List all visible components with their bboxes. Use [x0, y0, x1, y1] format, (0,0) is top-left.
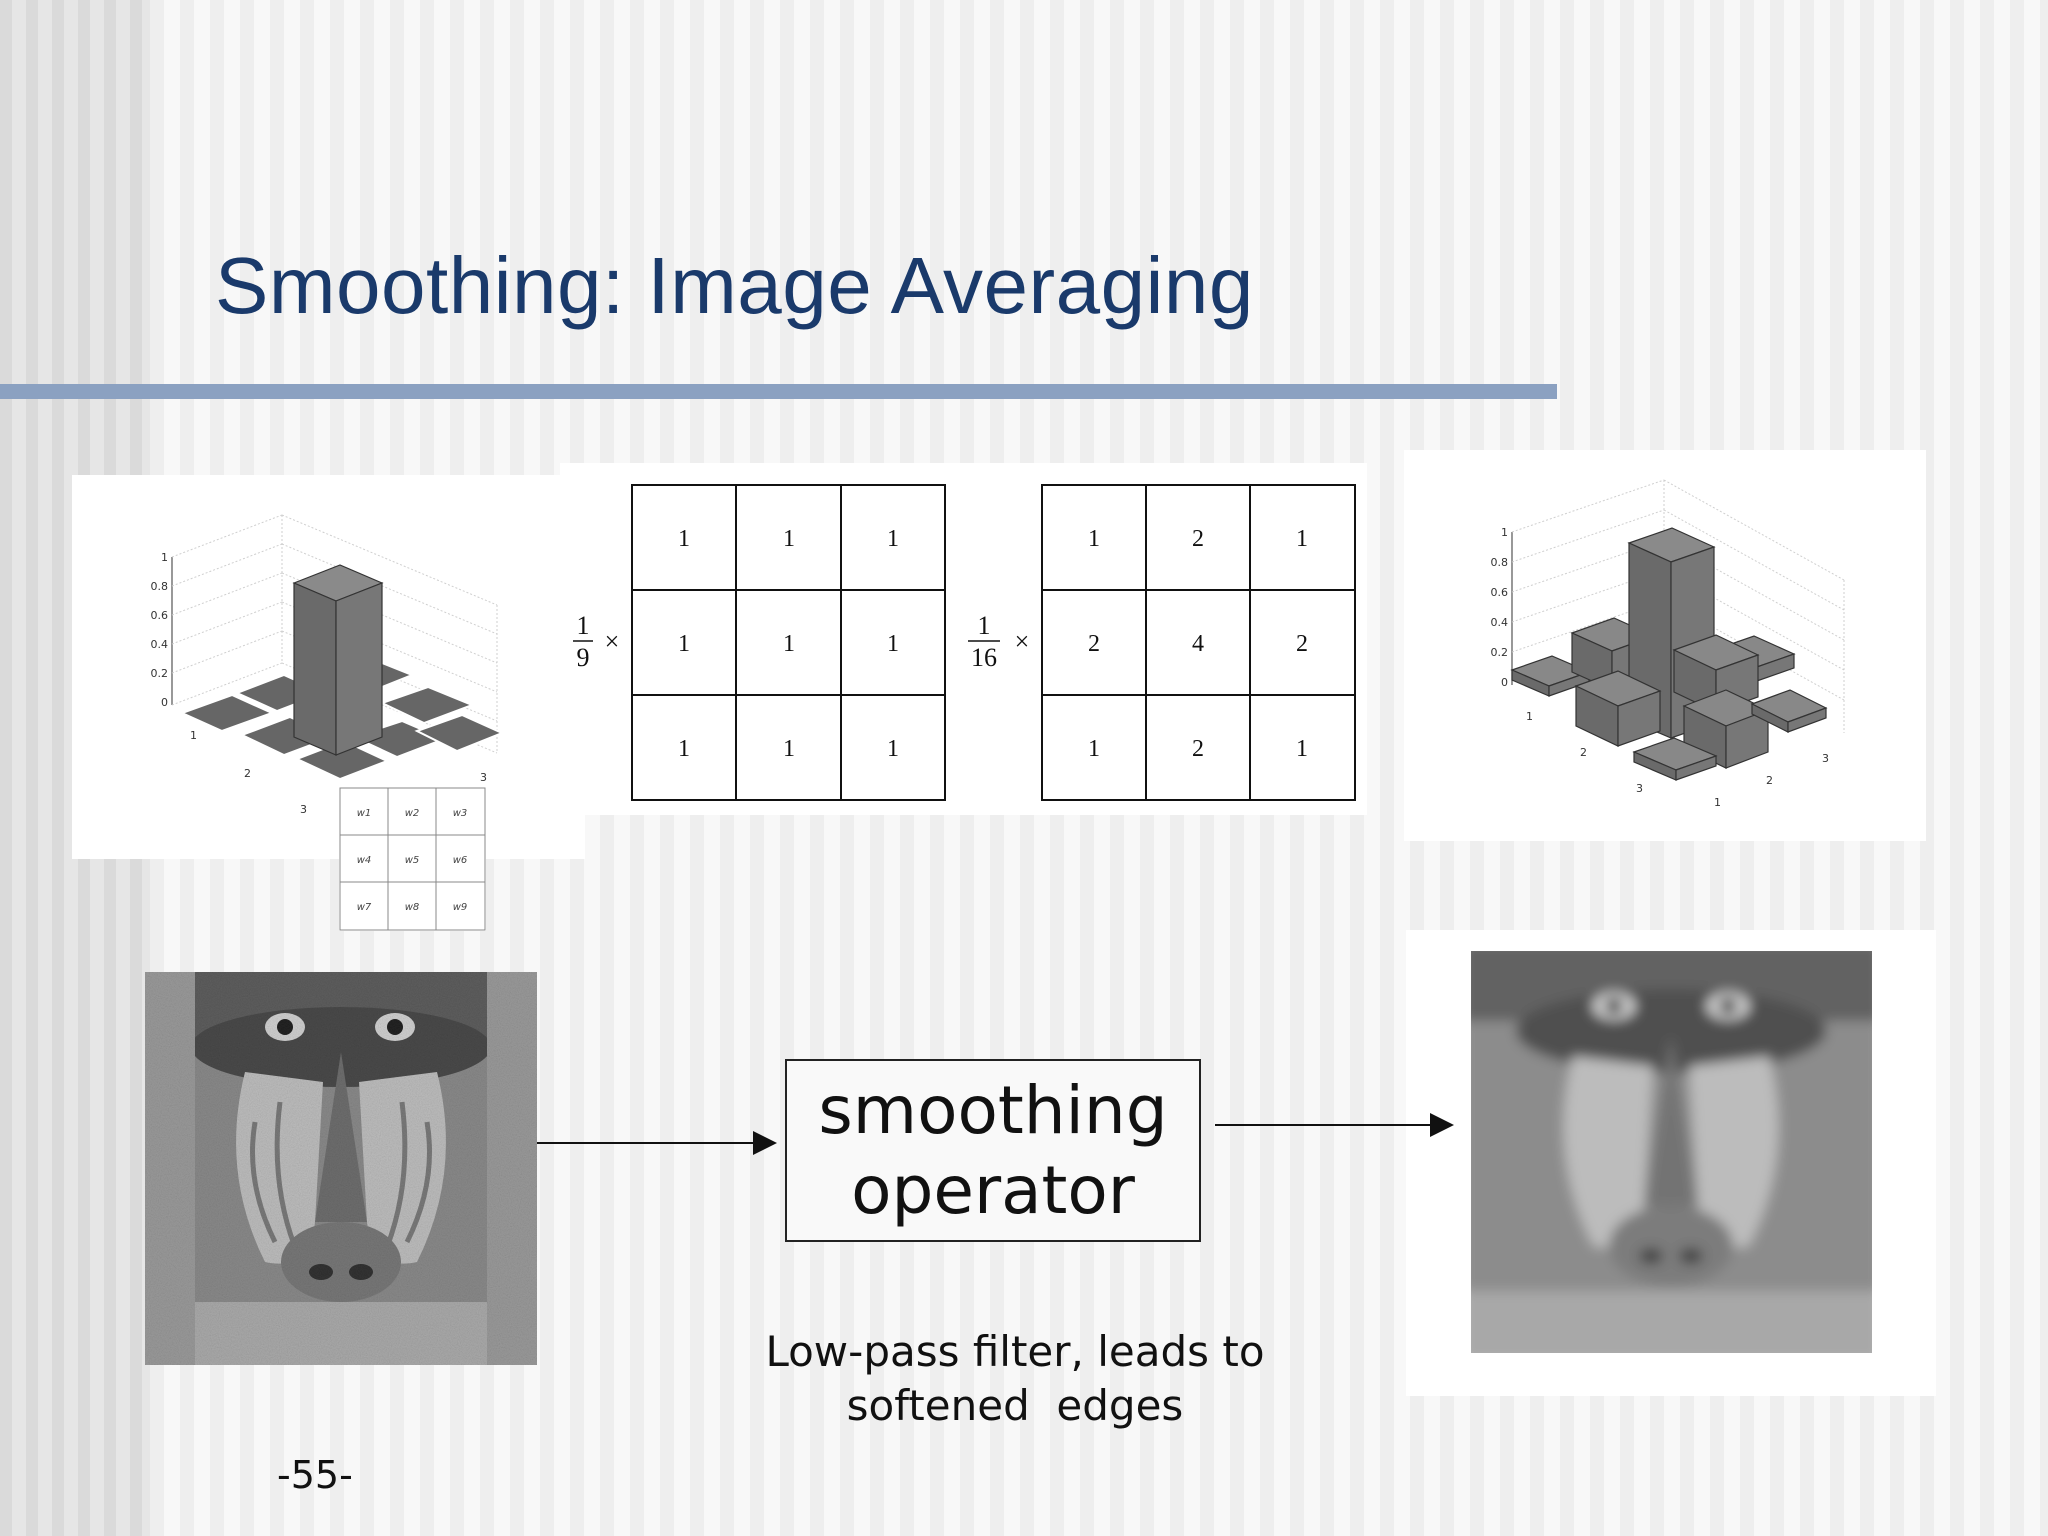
weight-label: w2	[405, 808, 420, 819]
box-cell: 1	[678, 526, 690, 552]
box-cell: 1	[887, 526, 899, 552]
box-filter-plot: 1 0.8 0.6 0.4 0.2 0	[72, 475, 585, 859]
box-cell: 1	[783, 631, 795, 657]
plot-z-tick: 0.2	[1491, 646, 1509, 659]
box-cell: 1	[678, 736, 690, 762]
filter-masks: 1 9 × 1 1 1 1 1 1 1 1 1 1 16 ×	[560, 463, 1367, 815]
weight-grid: w1 w2 w3 w4 w5 w6 w7 w8 w9	[339, 787, 486, 931]
box-scale-numerator: 1	[577, 611, 590, 640]
weight-label: w1	[357, 808, 372, 819]
box-cell: 1	[678, 631, 690, 657]
gauss-times: ×	[1015, 627, 1030, 656]
weight-label: w4	[357, 855, 372, 866]
box-times: ×	[605, 627, 620, 656]
caption-line2: softened edges	[846, 1381, 1184, 1430]
gauss-scale-denominator: 16	[971, 643, 997, 672]
page-number: -55-	[277, 1453, 353, 1497]
box-cell: 1	[887, 631, 899, 657]
smoothing-operator-box: smoothing operator	[785, 1059, 1201, 1242]
original-image	[145, 972, 537, 1365]
gauss-cell: 1	[1088, 526, 1100, 552]
plot-z-tick: 1	[1501, 526, 1508, 539]
plot-z-tick: 0.4	[1491, 616, 1509, 629]
gauss-scale-numerator: 1	[978, 611, 991, 640]
plot-z-tick: 0.6	[151, 609, 169, 622]
gauss-cell: 1	[1088, 736, 1100, 762]
plot-axis-tick: 3	[1822, 752, 1829, 765]
plot-axis-tick: 2	[1580, 746, 1587, 759]
gauss-cell: 2	[1192, 736, 1204, 762]
operator-label-line2: operator	[851, 1151, 1135, 1229]
plot-axis-tick: 3	[480, 771, 487, 784]
operator-label-line1: smoothing	[818, 1071, 1168, 1149]
slide-title: Smoothing: Image Averaging	[215, 241, 1254, 330]
plot-axis-tick: 1	[1714, 796, 1721, 809]
weight-label: w3	[453, 808, 468, 819]
box-scale-denominator: 9	[577, 643, 590, 672]
gauss-cell: 4	[1192, 631, 1204, 657]
gaussian-filter-matrix	[1041, 484, 1356, 801]
caption: Low-pass filter, leads to softened edges	[700, 1325, 1330, 1433]
gaussian-filter-plot: 1 0.8 0.6 0.4 0.2 0	[1404, 450, 1926, 841]
plot-z-tick: 0.2	[151, 667, 169, 680]
plot-axis-tick: 1	[1526, 710, 1533, 723]
weight-label: w7	[357, 902, 372, 913]
plot-axis-tick: 2	[1766, 774, 1773, 787]
plot-axis-tick: 3	[1636, 782, 1643, 795]
box-cell: 1	[783, 736, 795, 762]
plot-axis-tick: 1	[190, 729, 197, 742]
box-cell: 1	[887, 736, 899, 762]
plot-axis-tick: 3	[300, 803, 307, 816]
weight-label: w6	[453, 855, 468, 866]
gauss-cell: 1	[1296, 526, 1308, 552]
plot-axis-tick: 2	[244, 767, 251, 780]
weight-label: w5	[405, 855, 420, 866]
plot-z-tick: 0.4	[151, 638, 169, 651]
plot-z-tick: 0	[1501, 676, 1508, 689]
gauss-cell: 2	[1192, 526, 1204, 552]
box-filter-matrix	[631, 484, 946, 801]
plot-z-tick: 0.8	[151, 580, 169, 593]
gauss-cell: 2	[1088, 631, 1100, 657]
plot-z-tick: 0.6	[1491, 586, 1509, 599]
title-rule	[0, 384, 1557, 399]
caption-line1: Low-pass filter, leads to	[765, 1327, 1265, 1376]
weight-label: w9	[453, 902, 468, 913]
plot-z-tick: 1	[161, 551, 168, 564]
weight-label: w8	[405, 902, 420, 913]
box-cell: 1	[783, 526, 795, 552]
plot-z-tick: 0.8	[1491, 556, 1509, 569]
gauss-cell: 2	[1296, 631, 1308, 657]
smoothed-image	[1471, 951, 1872, 1353]
gauss-cell: 1	[1296, 736, 1308, 762]
plot-z-tick: 0	[161, 696, 168, 709]
